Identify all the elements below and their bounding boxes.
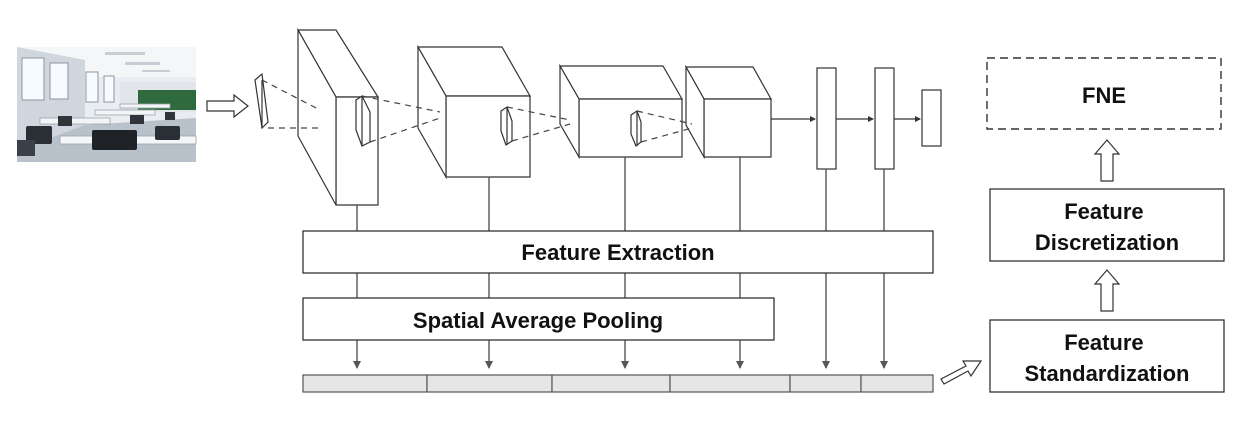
feature-discretization-box <box>989 188 1225 262</box>
feature-standardization-label: Feature Standardization <box>1024 330 1189 386</box>
vector-segment <box>426 374 553 393</box>
fne-box <box>986 57 1222 130</box>
spatial-average-pooling-label: Spatial Average Pooling <box>413 308 663 333</box>
feature-standardization-box <box>989 319 1225 393</box>
vector-segment <box>551 374 671 393</box>
standardization-arrow <box>940 360 983 385</box>
feature-discretization-label: Feature Discretization <box>1035 199 1179 255</box>
feature-vector <box>302 374 934 393</box>
conv-layer-3 <box>558 63 684 160</box>
feature-extraction-box <box>302 230 934 274</box>
up-arrow-1 <box>1093 269 1121 312</box>
input-image <box>17 47 197 162</box>
fc-layer-1 <box>816 67 837 170</box>
conv-layer-2 <box>416 44 532 180</box>
fc-layer-3 <box>921 89 942 147</box>
vector-segment <box>302 374 428 393</box>
up-arrow-2 <box>1093 139 1121 182</box>
vector-segment <box>789 374 862 393</box>
cnn-network <box>254 27 942 206</box>
conv-layer-4 <box>684 64 773 160</box>
spatial-average-pooling-box <box>302 297 775 341</box>
fne-label: FNE <box>1082 83 1126 108</box>
vector-segment <box>669 374 791 393</box>
vector-segment <box>860 374 934 393</box>
feature-extraction-label: Feature Extraction <box>521 240 714 265</box>
fc-layer-2 <box>874 67 895 170</box>
connector-lines <box>353 157 888 369</box>
input-arrow <box>206 93 249 119</box>
